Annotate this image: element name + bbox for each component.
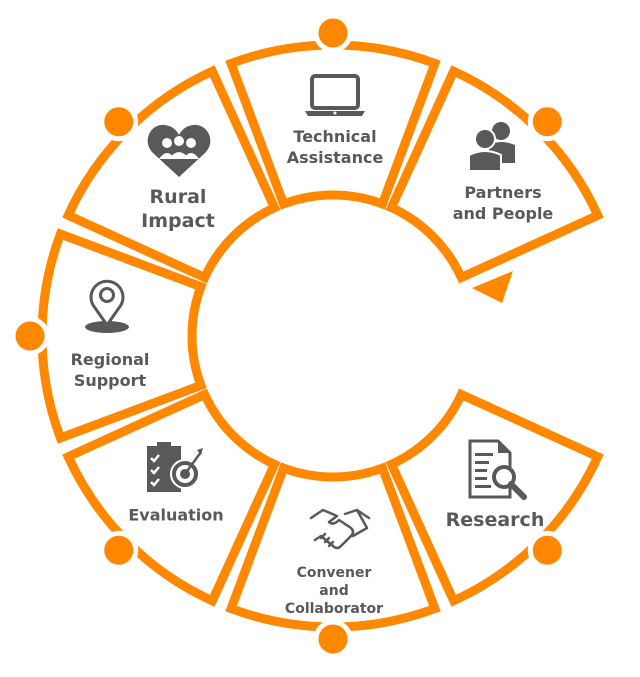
segment-label-evaluation: Evaluation <box>128 505 223 526</box>
segment-partners-and-people <box>385 65 604 284</box>
segment-label-rural-impact: Rural Impact <box>141 185 215 233</box>
segment-dot <box>313 619 353 659</box>
segment-convener-and-collaborator <box>225 462 441 632</box>
document-search-icon <box>468 439 527 500</box>
segment-evaluation <box>62 388 281 607</box>
heart-people-icon <box>147 124 211 177</box>
segment-technical-assistance <box>225 40 441 210</box>
segment-label-convener-and-collaborator: Convener and Collaborator <box>285 564 383 618</box>
label-line: Convener <box>296 565 372 581</box>
label-line: and <box>319 583 349 599</box>
label-line: Collaborator <box>284 601 384 617</box>
segment-label-technical-assistance: Technical Assistance <box>287 126 384 168</box>
label-line: Technical <box>293 127 377 146</box>
label-line: Partners <box>464 183 542 202</box>
segment-dot <box>99 102 139 142</box>
label-line: and People <box>452 204 554 223</box>
people-icon <box>468 122 515 171</box>
label-line: Assistance <box>286 148 384 167</box>
handshake-icon <box>309 508 371 550</box>
segment-regional-support <box>37 228 207 444</box>
segment-dot <box>527 102 567 142</box>
segment-rural-impact <box>62 65 281 284</box>
segment-label-regional-support: Regional Support <box>71 349 150 391</box>
cycle-arrow <box>472 271 513 303</box>
checklist-target-icon <box>147 442 203 492</box>
label-line: Impact <box>141 210 215 232</box>
segment-research <box>385 388 604 607</box>
segment-dot <box>313 13 353 53</box>
map-pin-icon <box>85 279 129 333</box>
label-line: Support <box>73 371 147 390</box>
segment-dot <box>99 530 139 570</box>
label-line: Regional <box>70 350 150 369</box>
segment-dot <box>10 316 50 356</box>
segment-label-partners-and-people: Partners and People <box>453 182 554 224</box>
segment-dot <box>527 530 567 570</box>
label-line: Evaluation <box>128 505 224 525</box>
laptop-icon <box>305 74 365 116</box>
label-line: Research <box>445 509 545 531</box>
label-line: Rural <box>149 186 207 208</box>
segment-label-research: Research <box>446 508 545 532</box>
